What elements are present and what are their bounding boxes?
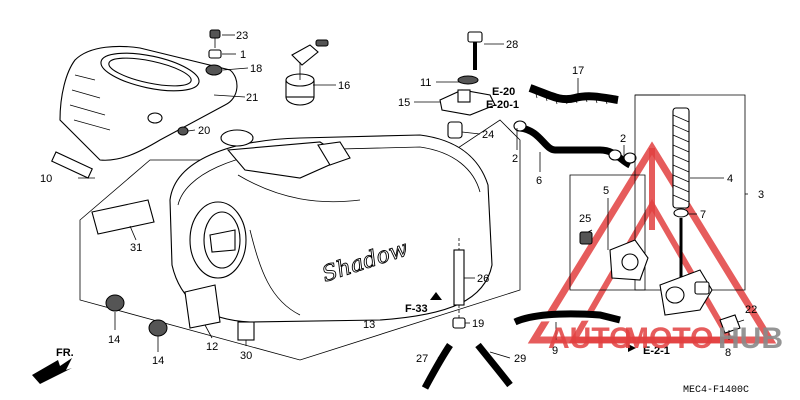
ref-e20-1: E-20-1	[486, 99, 519, 111]
part-number-28: 28	[506, 39, 518, 51]
part-number-8: 8	[725, 347, 731, 359]
part-number-12: 12	[206, 341, 218, 353]
plate-12	[184, 284, 221, 329]
part-number-7: 7	[700, 209, 706, 221]
part-number-4: 4	[727, 173, 733, 185]
clip-19	[452, 317, 466, 329]
fuel-valve	[659, 269, 713, 316]
grommet-14b-icon	[148, 319, 168, 337]
part-number-5: 5	[603, 185, 609, 197]
tank-cover	[59, 45, 238, 161]
part-number-31: 31	[130, 242, 142, 254]
part-number-14a: 14	[108, 334, 120, 346]
ref-f33-arrow-icon	[430, 292, 442, 300]
part-number-15: 15	[398, 97, 410, 109]
part-number-3: 3	[758, 189, 764, 201]
collar-1-icon	[208, 49, 222, 59]
screw-23-icon	[209, 29, 221, 39]
o-ring-7	[673, 208, 689, 218]
part-number-18: 18	[250, 63, 262, 75]
fuel-cap	[285, 39, 329, 106]
part-number-20: 20	[198, 125, 210, 137]
ref-e2-1-arrow-icon	[628, 344, 636, 352]
part-number-10: 10	[40, 173, 52, 185]
part-number-21: 21	[246, 92, 258, 104]
part-number-16: 16	[338, 80, 350, 92]
plate-31	[91, 199, 155, 235]
fuel-hose-6	[519, 124, 632, 169]
ref-e20: E-20	[492, 86, 515, 98]
part-number-22: 22	[745, 304, 757, 316]
part-number-11: 11	[420, 77, 431, 89]
ref-e2-1: E-2-1	[643, 345, 670, 357]
diagram-code: MEC4-F1400C	[683, 385, 749, 396]
tank-mount	[439, 75, 496, 139]
part-number-19: 19	[472, 318, 484, 330]
drain-hose-26	[453, 249, 465, 306]
part-number-23: 23	[236, 30, 248, 42]
part-number-1: 1	[240, 49, 246, 61]
grommet-20-icon	[177, 126, 189, 136]
part-numbers: 23 1 18 21 20 16 10 28 11 15 24 17 2 6 2…	[40, 30, 764, 367]
part-number-26: 26	[477, 273, 489, 285]
ref-f33: F-33	[405, 303, 428, 315]
watermark-text: AUTO MOTO HUB	[548, 322, 783, 355]
front-direction-arrow: FR.	[32, 347, 74, 384]
grommet-18-icon	[205, 64, 223, 76]
breather-hose-17	[528, 84, 619, 104]
front-arrow-label: FR.	[56, 347, 74, 359]
screw-25-icon	[579, 231, 593, 245]
hose-29	[475, 342, 513, 388]
bolt-28	[467, 31, 483, 70]
part-number-24: 24	[482, 129, 494, 141]
plate-30	[237, 321, 255, 341]
part-number-2a: 2	[512, 153, 518, 165]
part-number-25: 25	[579, 213, 591, 225]
reference-labels: E-20 E-20-1 F-33 E-2-1	[405, 86, 670, 357]
part-number-9: 9	[552, 345, 558, 357]
fuel-hose-9	[513, 310, 621, 326]
leader-lines	[78, 34, 748, 359]
part-number-30: 30	[240, 350, 252, 362]
grommet-14a-icon	[105, 294, 125, 312]
fuel-tank: Shadow	[169, 129, 493, 323]
part-number-27: 27	[416, 353, 428, 365]
fuel-strainer-4	[672, 107, 690, 209]
part-number-2b: 2	[620, 133, 626, 145]
valve-cover-5	[609, 239, 649, 281]
watermark-moto: MOTO	[624, 322, 713, 355]
watermark-hub: HUB	[718, 322, 783, 355]
part-number-6: 6	[536, 175, 542, 187]
clip-22	[719, 314, 741, 334]
part-number-14b: 14	[152, 355, 164, 367]
watermark-auto: AUTO	[548, 322, 632, 355]
part-number-29: 29	[514, 353, 526, 365]
part-number-17: 17	[572, 65, 584, 77]
part-number-13: 13	[363, 319, 375, 331]
emblem-10-icon	[51, 151, 93, 179]
hose-27	[421, 343, 453, 390]
